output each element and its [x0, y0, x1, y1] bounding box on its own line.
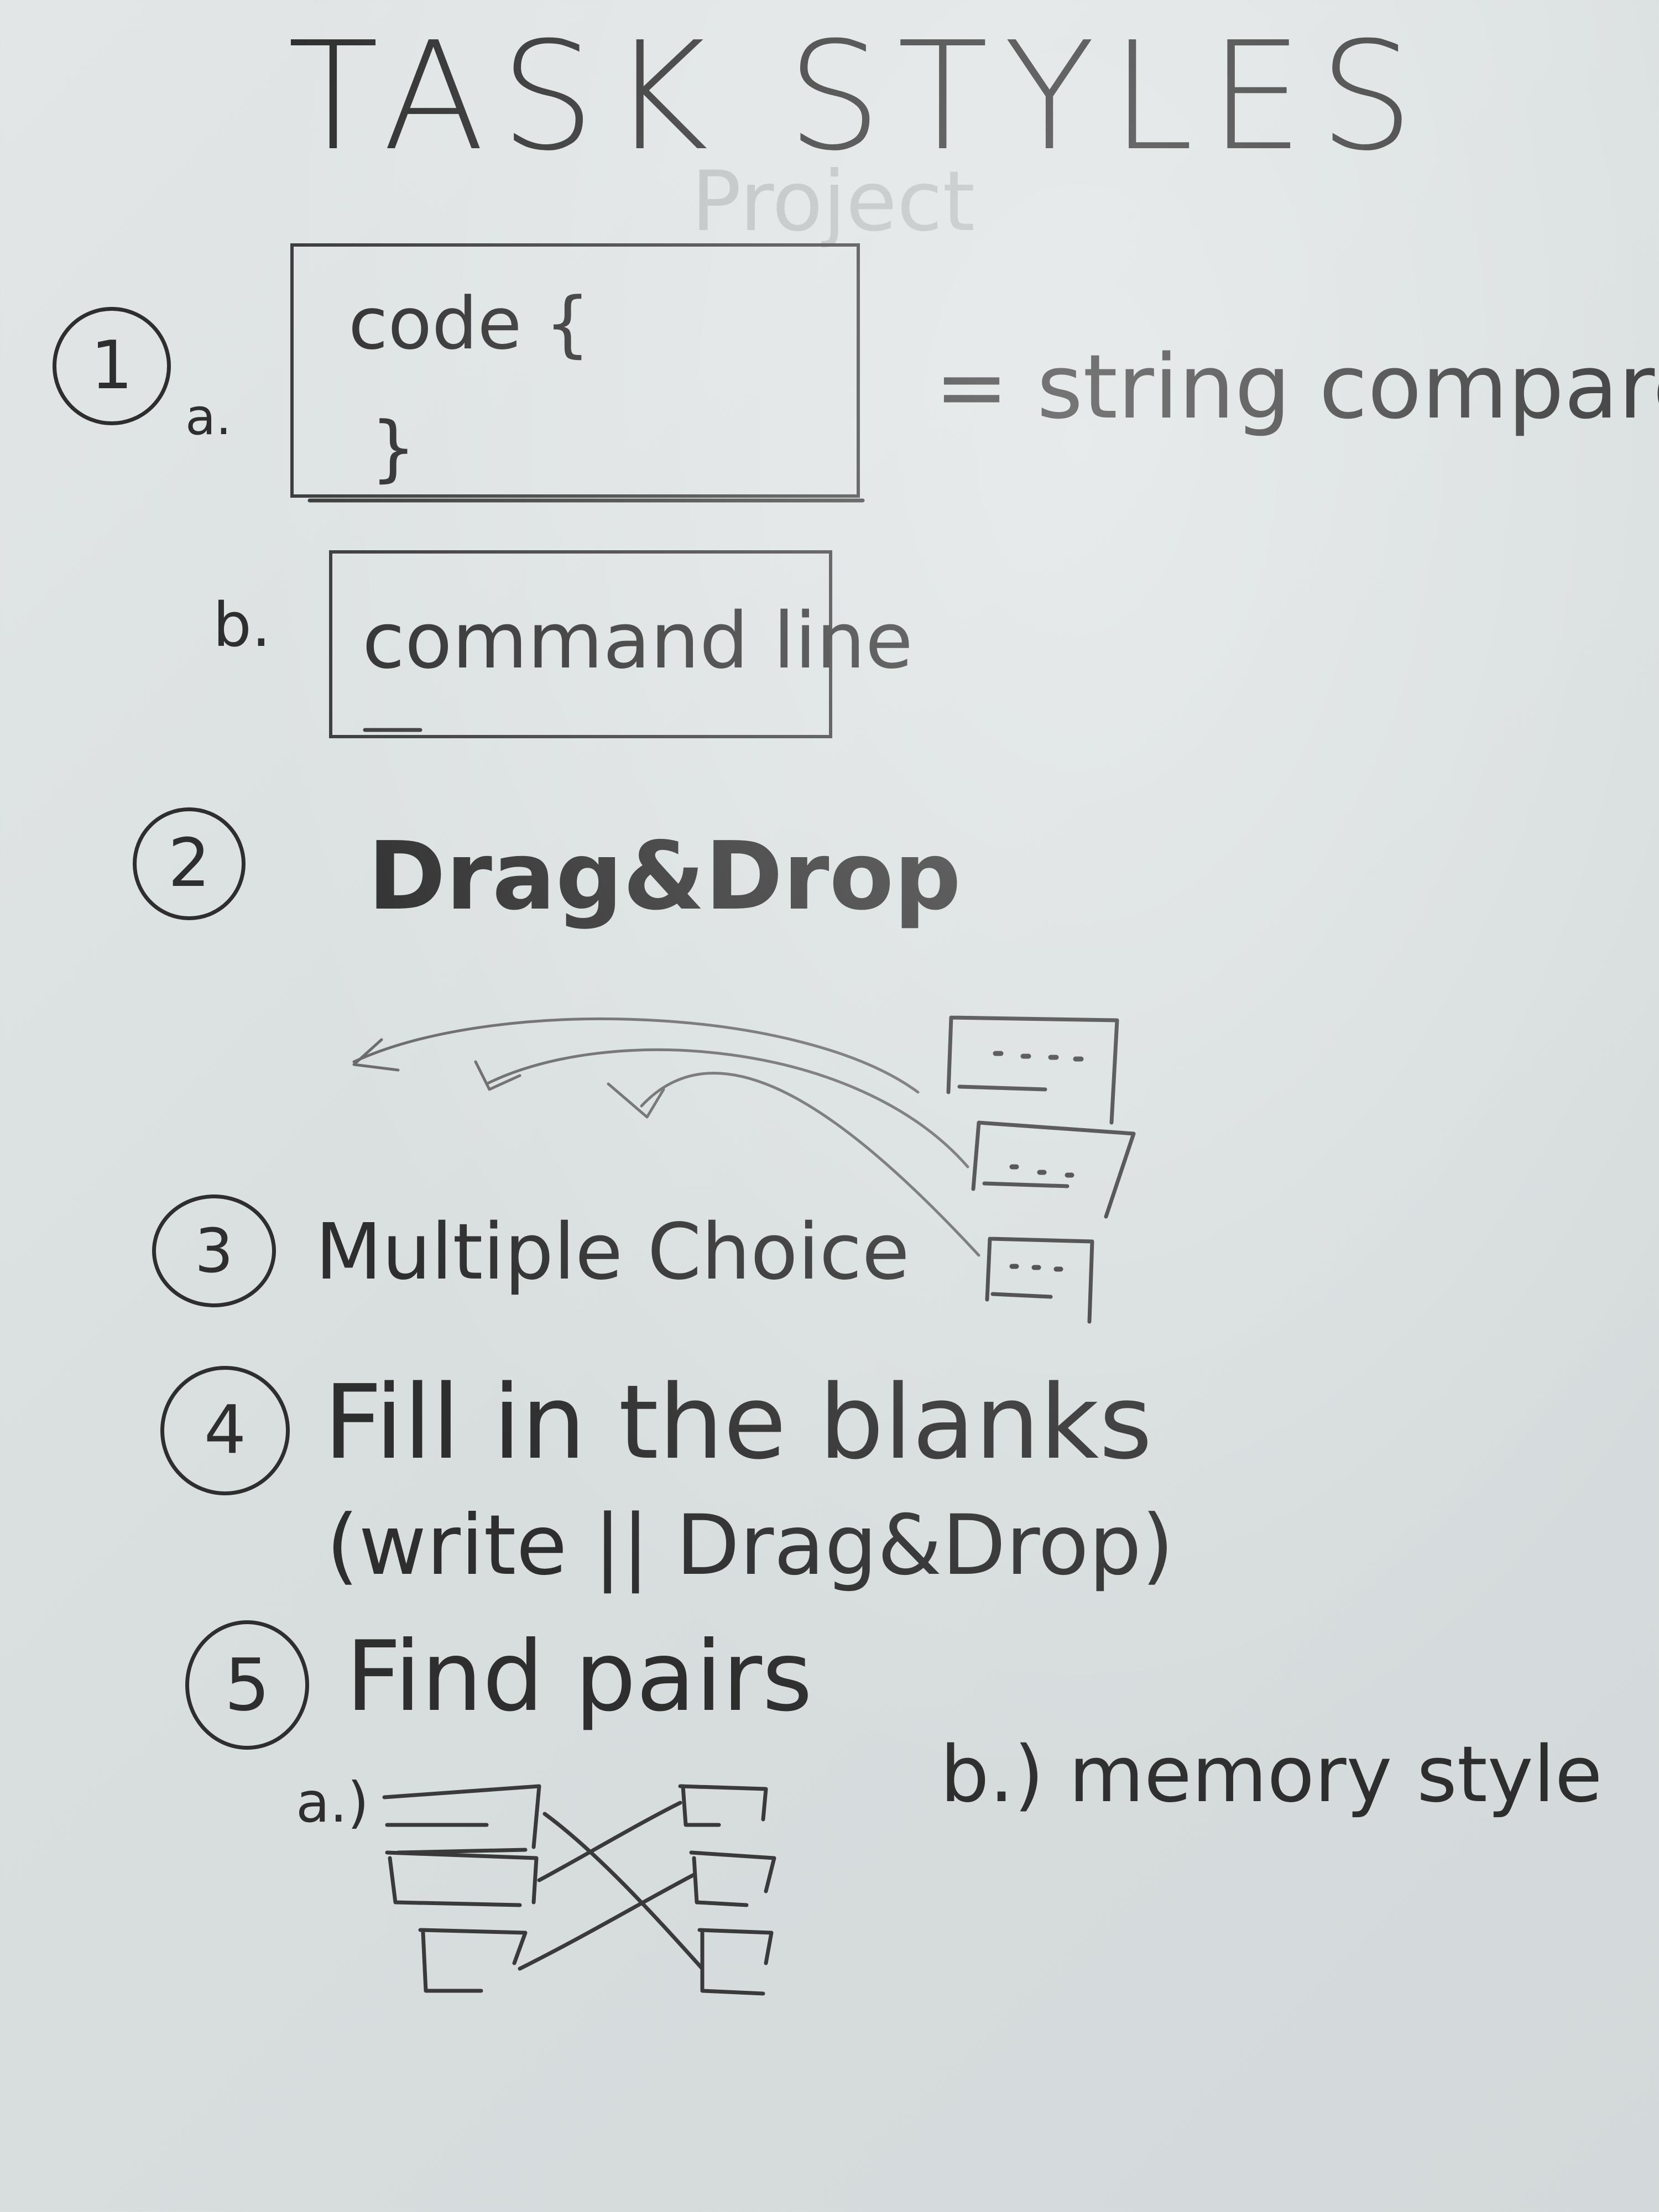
pair-right-card-3 — [697, 1928, 774, 1996]
drag-card-1 — [946, 1015, 1119, 1125]
pair-connector-1 — [542, 1812, 705, 1971]
memory-style-text: b.) memory style — [940, 1730, 1603, 1820]
pair-connector-2 — [537, 1801, 682, 1882]
drag-arrowhead-2 — [474, 1060, 521, 1091]
section-5a-label: a.) — [296, 1770, 369, 1835]
pair-left-card-3 — [418, 1928, 528, 1993]
card-dots-2 — [1009, 1164, 1074, 1178]
drag-arrow-1 — [352, 1017, 920, 1094]
card-dots-3 — [1009, 1264, 1063, 1272]
board-title: TASK STYLES — [288, 9, 1430, 184]
drag-card-3 — [985, 1237, 1094, 1324]
fill-blanks-text: Fill in the blanks — [324, 1363, 1152, 1482]
erased-ghost-text: Project — [691, 154, 975, 250]
section-2-number: 2 — [133, 807, 246, 920]
drag-card-2 — [971, 1120, 1136, 1219]
pair-left-card-1 — [382, 1784, 541, 1855]
code-close-text: } — [371, 406, 416, 490]
card-dots-1 — [993, 1051, 1084, 1062]
code-box — [290, 243, 860, 498]
command-line-box — [329, 550, 832, 738]
pair-right-card-2 — [689, 1850, 776, 1907]
drag-arrowhead-1 — [352, 1038, 400, 1072]
drag-arrow-2 — [485, 1048, 969, 1168]
section-1b-label: b. — [213, 589, 271, 660]
pair-connector-3 — [518, 1872, 696, 1971]
command-line-text: command line — [362, 596, 913, 686]
section-5-number: 5 — [185, 1620, 309, 1750]
pair-right-card-1 — [678, 1784, 768, 1827]
section-1-number: 1 — [53, 307, 171, 425]
multiple-choice-text: Multiple Choice — [315, 1207, 910, 1297]
drag-arrowhead-3 — [607, 1082, 665, 1119]
code-open-text: code { — [348, 281, 591, 366]
section-3-number: 3 — [152, 1194, 276, 1307]
fill-blanks-subtext: (write || Drag&Drop) — [326, 1498, 1174, 1594]
drag-drop-text: Drag&Drop — [368, 822, 962, 931]
drag-arrow-3 — [640, 1072, 980, 1257]
section-1a-label: a. — [185, 388, 232, 446]
find-pairs-text: Find pairs — [346, 1621, 813, 1733]
pair-left-card-2 — [385, 1850, 539, 1907]
string-compare-text: = string compare — [935, 335, 1659, 439]
section-4-number: 4 — [160, 1366, 290, 1495]
